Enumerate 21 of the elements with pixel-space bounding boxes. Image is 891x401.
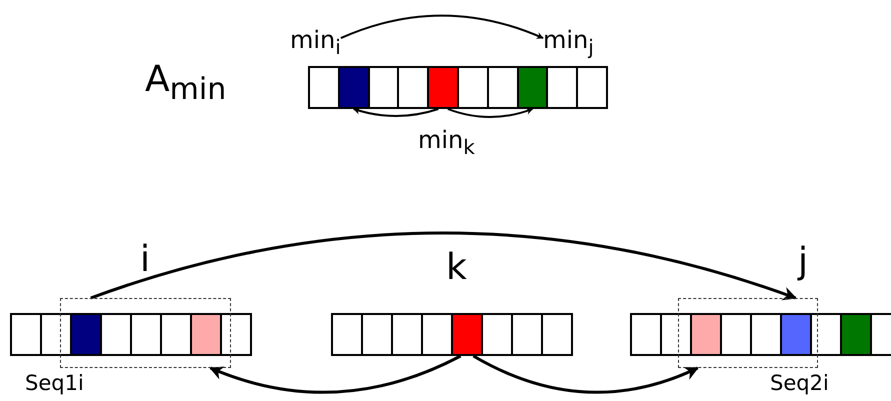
sequence-label: Seq2i: [770, 373, 829, 394]
curved-arrow: [340, 14, 544, 39]
dashed-selection-box: [60, 298, 231, 368]
array-cell: [451, 313, 483, 356]
index-label: k: [446, 250, 467, 286]
index-label: i: [140, 242, 150, 278]
array-cell: [516, 66, 548, 109]
sequence-label: Seq1i: [25, 373, 84, 394]
array-name: A$_{min}$: [145, 62, 226, 106]
variable-label: min$_{i}$: [290, 28, 341, 57]
curved-arrow: [472, 354, 699, 394]
dashed-selection-box: [678, 298, 818, 368]
curved-arrow: [209, 354, 462, 394]
curved-arrow: [353, 107, 439, 117]
variable-label: min$_{j}$: [543, 28, 594, 57]
variable-label: min$_{k}$: [418, 128, 475, 157]
curved-arrow: [90, 232, 797, 301]
array-cell: [427, 66, 459, 109]
curved-arrow: [448, 108, 534, 118]
array-cell: [338, 66, 370, 109]
index-label: j: [798, 244, 808, 280]
